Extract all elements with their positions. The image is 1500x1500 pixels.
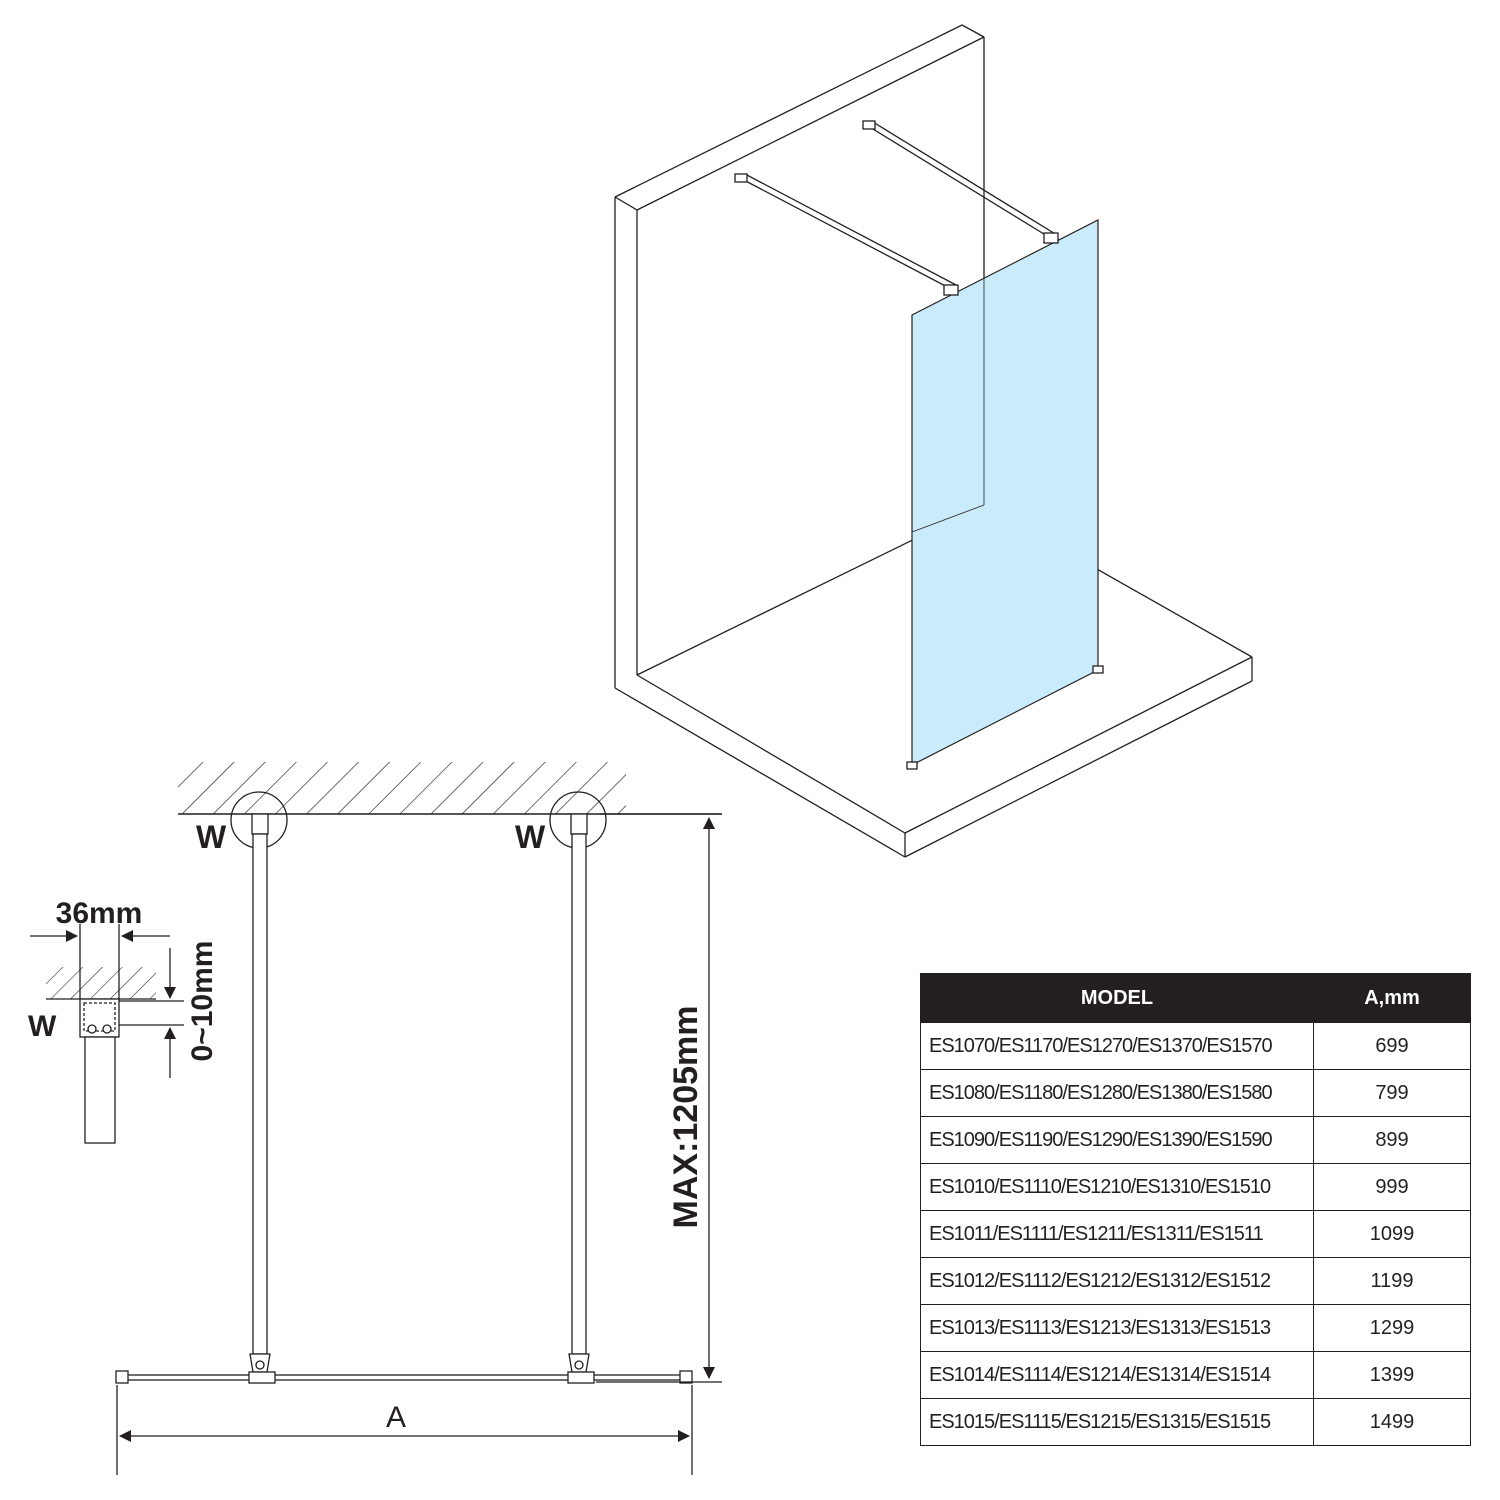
model-cell: ES1012/ES1112/ES1212/ES1312/ES1512 <box>920 1257 1314 1305</box>
detail-width-dimension <box>30 924 170 999</box>
wall-label-left: W <box>196 819 227 855</box>
a-value-cell: 999 <box>1313 1163 1471 1211</box>
wall-hatch <box>178 762 626 814</box>
a-value-cell: 699 <box>1313 1022 1471 1070</box>
a-value-cell: 1499 <box>1313 1398 1471 1446</box>
model-cell: ES1010/ES1110/ES1210/ES1310/ES1510 <box>920 1163 1314 1211</box>
floor-clip-back <box>1092 665 1104 674</box>
detail-bracket <box>79 998 120 1144</box>
width-dimension-label: A <box>386 1401 406 1434</box>
a-value-cell: 1399 <box>1313 1351 1471 1399</box>
a-value-cell: 799 <box>1313 1069 1471 1117</box>
floor-clip-front <box>906 761 918 770</box>
a-value-cell: 1299 <box>1313 1304 1471 1352</box>
wall-label-right: W <box>515 819 546 855</box>
table-header-row: MODEL A,mm <box>920 973 1471 1023</box>
glass-plan <box>115 1370 693 1384</box>
stabilizer-bar-back <box>862 120 1059 244</box>
plan-view: W W MAX:1205mm <box>115 762 722 1475</box>
glass-panel <box>911 219 1099 766</box>
model-cell: ES1014/ES1114/ES1214/ES1314/ES1514 <box>920 1351 1314 1399</box>
floor-line-through-glass <box>911 504 985 533</box>
depth-dimension <box>596 813 722 1383</box>
detail-wall-hatch <box>46 967 156 999</box>
detail-width-label: 36mm <box>56 897 143 930</box>
isometric-view <box>614 24 1253 858</box>
model-spec-table: MODEL A,mm ES1070/ES1170/ES1270/ES1370/E… <box>920 973 1471 1446</box>
detail-w: 36mm 0~10mm W <box>28 897 219 1144</box>
stabilizer-bar-front <box>734 173 959 296</box>
floor-tray <box>614 504 1253 858</box>
detail-gap-label: 0~10mm <box>186 941 219 1062</box>
model-cell: ES1015/ES1115/ES1215/ES1315/ES1515 <box>920 1398 1314 1446</box>
detail-gap-dimension <box>119 948 184 1078</box>
header-model: MODEL <box>920 973 1314 1023</box>
model-cell: ES1090/ES1190/ES1290/ES1390/ES1590 <box>920 1116 1314 1164</box>
detail-w-label: W <box>28 1010 57 1043</box>
a-value-cell: 1199 <box>1313 1257 1471 1305</box>
model-cell: ES1070/ES1170/ES1270/ES1370/ES1570 <box>920 1022 1314 1070</box>
model-cell: ES1011/ES1111/ES1211/ES1311/ES1511 <box>920 1210 1314 1258</box>
depth-dimension-label: MAX:1205mm <box>667 1006 705 1229</box>
model-cell: ES1013/ES1113/ES1213/ES1313/ES1513 <box>920 1304 1314 1352</box>
a-value-cell: 1099 <box>1313 1210 1471 1258</box>
width-dimension <box>116 1385 693 1475</box>
model-cell: ES1080/ES1180/ES1280/ES1380/ES1580 <box>920 1069 1314 1117</box>
header-a-mm: A,mm <box>1313 973 1471 1023</box>
a-value-cell: 899 <box>1313 1116 1471 1164</box>
stabilizer-bar-right <box>568 813 590 1373</box>
stabilizer-bar-left <box>249 813 271 1373</box>
